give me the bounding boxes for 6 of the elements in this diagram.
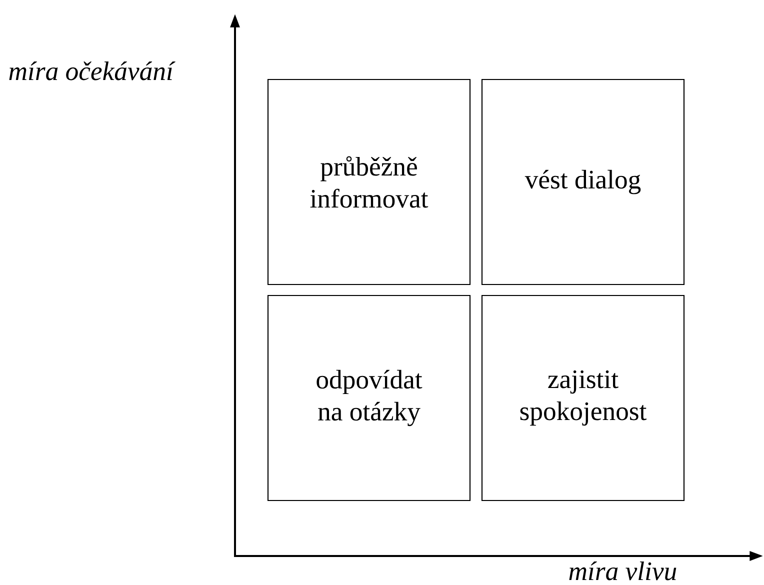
quadrant-box: zajistit spokojenost [481,294,685,502]
quadrant-box: průběžně informovat [267,78,471,286]
axis-label: míra vlivu [569,561,676,580]
quadrant-box: odpovídat na otázky [267,294,471,502]
axis-label: míra očekávání [9,61,176,80]
quadrant-box: vést dialog [481,78,685,286]
